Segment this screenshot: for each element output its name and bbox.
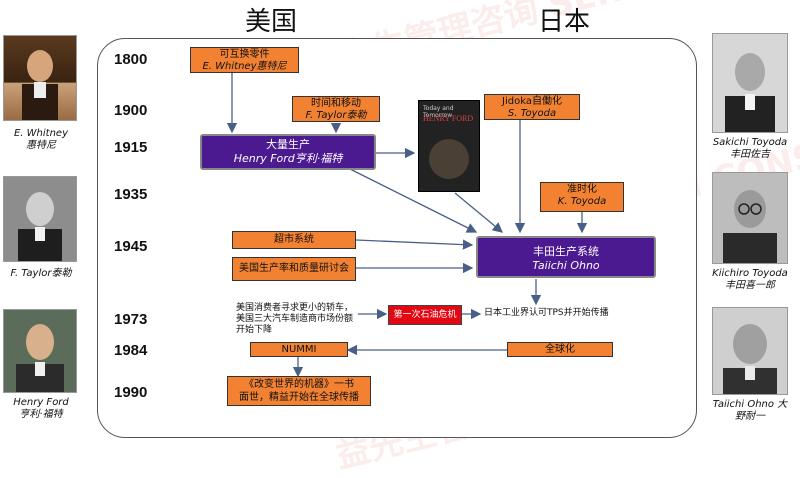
box-nummi: NUMMI <box>250 342 348 357</box>
box-just-in-time: 准时化 K. Toyoda <box>540 182 624 212</box>
book-cover-image: Today and Tomorrow HENRY FORD <box>418 100 480 192</box>
year-1800: 1800 <box>114 51 148 68</box>
arrow-supermarket-to-tps <box>355 239 474 250</box>
name-taylor: F. Taylor泰勒 <box>10 268 72 279</box>
portrait-whitney <box>3 35 77 121</box>
portrait-kiichiro-toyoda <box>712 172 788 264</box>
note-us-consumers: 美国消费者寻求更小的轿车，美国三大汽车制造商市场份额开始下降 <box>236 303 354 335</box>
year-1973: 1973 <box>114 311 148 328</box>
box-oil-crisis: 第一次石油危机 <box>388 305 462 325</box>
box-mass-production: 大量生产 Henry Ford亨利·福特 <box>200 134 376 170</box>
box-book-spread: 《改变世界的机器》一书 面世，精益开始在全球传播 <box>227 376 371 406</box>
portrait-ford <box>3 309 77 393</box>
portrait-sakichi-toyoda <box>712 33 788 133</box>
box-interchangeable-parts: 可互换零件 E. Whitney惠特尼 <box>190 47 299 73</box>
name-ford: Henry Ford 亨利·福特 <box>13 397 69 420</box>
region-usa-label: 美国 <box>245 7 298 37</box>
box-jidoka: Jidoka自働化 S. Toyoda <box>484 94 580 120</box>
name-kiichiro-toyoda: Kiichiro Toyoda 丰田喜一郎 <box>712 268 788 291</box>
year-1984: 1984 <box>114 342 148 359</box>
name-sakichi-toyoda: Sakichi Toyoda 丰田佐吉 <box>712 137 788 160</box>
year-1990: 1990 <box>114 384 148 401</box>
connector-arrows <box>226 73 588 378</box>
name-taiichi-ohno: Taiichi Ohno 大 野耐一 <box>712 399 788 422</box>
book-cover-author: HENRY FORD <box>423 114 474 123</box>
year-1900: 1900 <box>114 102 148 119</box>
note-japan-recognition: 日本工业界认可TPS并开始传播 <box>484 308 609 318</box>
box-supermarket-system: 超市系统 <box>232 231 356 249</box>
portrait-taylor <box>3 176 77 262</box>
box-time-and-motion: 时间和移动 F. Taylor泰勒 <box>292 96 380 122</box>
box-toyota-production-system: 丰田生产系统 Taiichi Ohno <box>476 236 656 278</box>
book-cover-subtitle: Today and Tomorrow <box>423 105 454 119</box>
year-1915: 1915 <box>114 139 148 156</box>
box-globalization: 全球化 <box>507 342 613 357</box>
name-whitney: E. Whitney 惠特尼 <box>13 128 68 151</box>
region-japan-label: 日本 <box>538 7 591 37</box>
arrow-book-to-tps <box>454 192 504 233</box>
portrait-taiichi-ohno <box>712 307 788 395</box>
year-1945: 1945 <box>114 238 148 255</box>
box-productivity-seminar: 美国生产率和质量研讨会 <box>232 257 356 281</box>
arrow-ford-to-tps <box>349 168 478 233</box>
year-1935: 1935 <box>114 186 148 203</box>
